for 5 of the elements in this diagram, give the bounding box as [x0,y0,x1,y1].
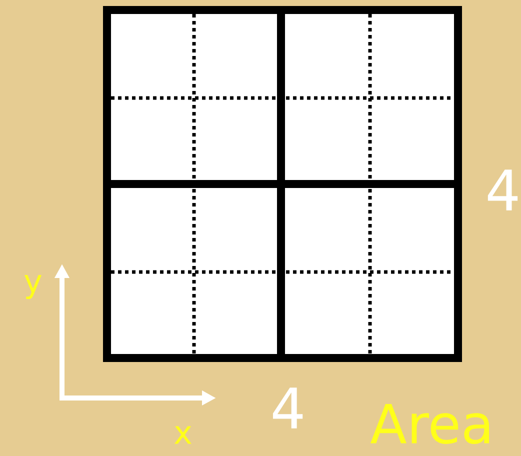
dimension-label: 4 [272,388,303,428]
axis-label: y [24,274,42,300]
area-label: Area [370,404,490,444]
axis-label: x [174,426,192,444]
dimension-label: 4 [488,170,518,210]
